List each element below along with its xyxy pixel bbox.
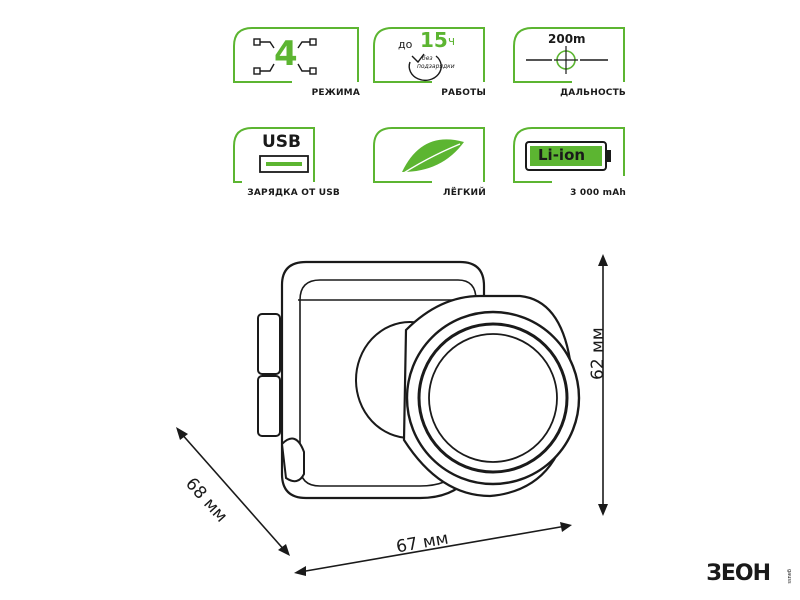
modes-label: РЕЖИМА [311, 88, 360, 98]
runtime-note2: подзарядки [417, 63, 455, 70]
usb-label: ЗАРЯДКА ОТ USB [247, 188, 340, 198]
frame-icon [233, 27, 359, 83]
side-button [280, 437, 305, 483]
feature-runtime: до 15 ч без подзарядки РАБОТЫ [372, 26, 502, 98]
runtime-value: 15 [420, 28, 448, 52]
feature-modes: 4 РЕЖИМА [232, 26, 362, 98]
feature-usb: USB ЗАРЯДКА ОТ USB [232, 126, 362, 198]
height-dimension: 62 мм [588, 327, 608, 380]
range-label: ДАЛЬНОСТЬ [560, 88, 626, 98]
feather-icon [395, 139, 464, 179]
frame-icon [373, 127, 485, 183]
frame-icon [373, 27, 485, 83]
brand-sub: gauss [786, 569, 792, 584]
range-value: 200m [548, 32, 586, 46]
battery-badge: Li-ion [538, 146, 586, 164]
frame-icon [233, 127, 315, 183]
modes-count: 4 [274, 34, 298, 74]
strap-top [257, 313, 281, 375]
feature-range: 200m ДАЛЬНОСТЬ [512, 26, 642, 98]
brand-logo: ЗЕОН [706, 561, 771, 586]
lens [428, 333, 558, 463]
runtime-label: РАБОТЫ [441, 88, 486, 98]
depth-line [179, 431, 287, 553]
light-label: ЛЁГКИЙ [443, 188, 486, 198]
runtime-prefix: до [398, 38, 413, 51]
frame-icon [513, 27, 625, 83]
runtime-unit: ч [448, 34, 456, 48]
frame-icon [513, 127, 625, 183]
feature-light: ЛЁГКИЙ [372, 126, 502, 198]
battery-label: 3 000 mAh [570, 188, 626, 198]
strap-bottom [257, 375, 281, 437]
width-line [299, 525, 567, 573]
runtime-note1: без [422, 55, 433, 62]
usb-badge: USB [262, 132, 302, 152]
feature-battery: Li-ion 3 000 mAh [512, 126, 642, 198]
